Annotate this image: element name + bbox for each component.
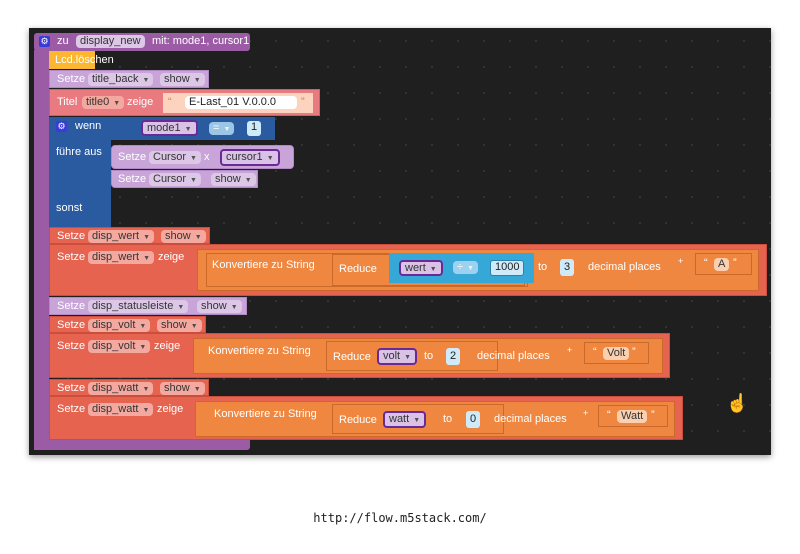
unit-text-field[interactable]: Watt: [617, 410, 648, 423]
reduce-block[interactable]: Reduce wert▼ ÷▼ 1000: [332, 253, 534, 286]
unit-text-block[interactable]: “ A ”: [695, 253, 752, 275]
show-dropdown[interactable]: show▼: [211, 173, 256, 186]
function-rail: [34, 50, 49, 450]
cursor-dropdown[interactable]: Cursor▼: [149, 151, 201, 164]
join-block[interactable]: Konvertiere zu String Reduce volt▼ to 2 …: [193, 338, 663, 374]
wert-variable[interactable]: wert▼: [399, 260, 443, 276]
lcd-clear-block[interactable]: Lcd.löschen: [49, 51, 114, 69]
divide-operator[interactable]: ÷▼: [453, 261, 478, 274]
mode1-variable[interactable]: mode1▼: [141, 120, 198, 136]
convert-label: Konvertiere zu String: [212, 259, 315, 271]
target-dropdown[interactable]: title_back▼: [88, 73, 154, 86]
places-value[interactable]: 3: [560, 259, 575, 276]
cursor-dropdown[interactable]: Cursor▼: [149, 173, 201, 186]
hand-cursor-icon: ☝: [726, 393, 749, 413]
target-dropdown[interactable]: disp_watt▼: [88, 382, 154, 395]
set-cursor-show-block[interactable]: Setze Cursor▼ show▼: [111, 170, 258, 188]
set-statusleiste-block[interactable]: Setze disp_statusleiste▼ show▼: [49, 297, 247, 315]
convert-block[interactable]: Konvertiere zu String Reduce wert▼ ÷▼ 10…: [206, 253, 534, 287]
show-dropdown[interactable]: show▼: [161, 230, 206, 243]
zeige-label: zeige: [127, 96, 154, 108]
places-value[interactable]: 0: [466, 411, 481, 428]
set-disp-watt-show-block[interactable]: Setze disp_watt▼ show▼: [49, 379, 209, 396]
target-dropdown[interactable]: disp_statusleiste▼: [88, 300, 189, 313]
target-dropdown[interactable]: disp_watt▼: [88, 403, 154, 416]
gear-icon[interactable]: ⚙: [56, 121, 67, 132]
show-dropdown[interactable]: show▼: [197, 300, 242, 313]
title-dropdown[interactable]: title0▼: [82, 96, 125, 109]
lcd-clear-label: Lcd.löschen: [55, 54, 114, 66]
volt-variable[interactable]: volt▼: [377, 348, 418, 365]
set-disp-watt-text-block[interactable]: Setze disp_watt▼ zeige Konvertiere zu St…: [49, 396, 683, 440]
show-dropdown[interactable]: show▼: [160, 73, 205, 86]
if-block[interactable]: ⚙ wenn mode1▼ =▼ 1: [49, 117, 275, 140]
unit-text-block[interactable]: “ Volt ”: [584, 342, 649, 364]
places-value[interactable]: 2: [446, 348, 461, 365]
watt-variable[interactable]: watt▼: [383, 411, 427, 428]
x-label: x: [204, 151, 210, 163]
set-disp-volt-text-block[interactable]: Setze disp_volt▼ zeige Konvertiere zu St…: [49, 333, 670, 378]
join-block[interactable]: Konvertiere zu String Reduce wert▼ ÷▼ 10…: [197, 249, 759, 291]
set-disp-wert-text-block[interactable]: Setze disp_wert▼ zeige Konvertiere zu St…: [49, 244, 767, 296]
target-dropdown[interactable]: disp_wert▼: [88, 230, 155, 243]
function-name-field[interactable]: display_new: [76, 35, 145, 48]
else-label: sonst: [56, 202, 83, 214]
compare-value[interactable]: 1: [247, 121, 262, 136]
divide-block[interactable]: wert▼ ÷▼ 1000: [389, 253, 534, 283]
unit-text-block[interactable]: “ Watt ”: [598, 405, 668, 427]
target-dropdown[interactable]: disp_wert▼: [88, 251, 155, 264]
blockly-workspace[interactable]: ⚙ zu display_new mit: mode1, cursor1 Lcd…: [29, 28, 771, 455]
url-caption: http://flow.m5stack.com/: [313, 511, 487, 525]
zu-label: zu: [57, 35, 69, 47]
target-dropdown[interactable]: disp_volt▼: [88, 340, 151, 353]
cursor1-variable[interactable]: cursor1▼: [220, 149, 280, 166]
target-dropdown[interactable]: disp_volt▼: [88, 319, 151, 332]
reduce-block[interactable]: Reduce volt▼: [326, 341, 498, 371]
set-cursor-x-block[interactable]: Setze Cursor▼ x cursor1▼: [111, 145, 294, 169]
do-label: führe aus: [56, 146, 102, 158]
set-disp-volt-show-block[interactable]: Setze disp_volt▼ show▼: [49, 316, 206, 333]
set-title-back-block[interactable]: Setze title_back▼ show▼: [49, 70, 209, 88]
function-block[interactable]: ⚙ zu display_new mit: mode1, cursor1: [34, 33, 250, 51]
unit-text-field[interactable]: A: [714, 258, 730, 271]
unit-text-field[interactable]: Volt: [603, 347, 630, 360]
set-disp-wert-show-block[interactable]: Setze disp_wert▼ show▼: [49, 227, 210, 244]
titel-label: Titel: [57, 96, 78, 108]
if-body: führe aus sonst: [49, 139, 111, 227]
divisor-value[interactable]: 1000: [490, 260, 525, 276]
title-block[interactable]: Titel title0▼ zeige “ E-Last_01 V.0.0.0 …: [49, 89, 320, 116]
params-label: mit: mode1, cursor1: [152, 35, 250, 47]
text-field[interactable]: E-Last_01 V.0.0.0: [185, 96, 297, 109]
show-dropdown[interactable]: show▼: [160, 382, 205, 395]
text-block[interactable]: “ E-Last_01 V.0.0.0 ”: [163, 93, 313, 113]
join-block[interactable]: Konvertiere zu String Reduce watt▼ to 0 …: [195, 401, 675, 437]
show-dropdown[interactable]: show▼: [157, 319, 202, 332]
wenn-label: wenn: [75, 120, 102, 132]
gear-icon[interactable]: ⚙: [39, 36, 50, 47]
setze-label: Setze: [57, 73, 86, 85]
compare-operator[interactable]: =▼: [209, 122, 235, 135]
